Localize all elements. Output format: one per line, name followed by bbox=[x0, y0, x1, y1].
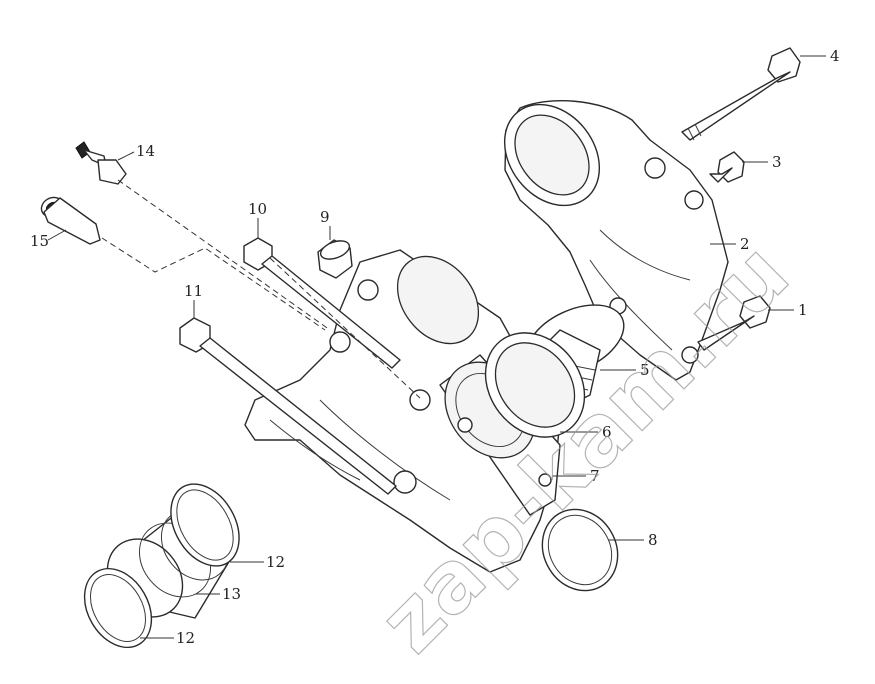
gasket-6 bbox=[484, 332, 586, 438]
callout-13: 13 bbox=[222, 585, 241, 603]
callout-15: 15 bbox=[30, 232, 49, 250]
o-ring-12-upper bbox=[170, 483, 240, 567]
short-stud bbox=[709, 151, 745, 183]
callout-3: 3 bbox=[772, 153, 782, 171]
callout-5: 5 bbox=[640, 361, 650, 379]
callout-9: 9 bbox=[320, 208, 330, 226]
callout-7: 7 bbox=[590, 467, 600, 485]
o-ring-8 bbox=[541, 508, 619, 592]
callout-10: 10 bbox=[248, 200, 267, 218]
bolt-11 bbox=[179, 317, 397, 495]
callout-6: 6 bbox=[602, 423, 612, 441]
outlet-elbow-housing bbox=[503, 100, 729, 381]
assembly-lines bbox=[101, 179, 421, 399]
callout-12-upper: 12 bbox=[266, 553, 285, 571]
bolt-long-top bbox=[681, 47, 801, 141]
callout-4: 4 bbox=[830, 47, 840, 65]
callout-8: 8 bbox=[648, 531, 658, 549]
short-bolt bbox=[697, 295, 771, 351]
adapter-15 bbox=[40, 196, 101, 245]
callout-12-lower: 12 bbox=[176, 629, 195, 647]
callout-14: 14 bbox=[136, 142, 155, 160]
hex-plug bbox=[317, 239, 353, 279]
temperature-sensor-14 bbox=[75, 141, 127, 185]
callout-2: 2 bbox=[740, 235, 750, 253]
o-ring-12-lower bbox=[83, 567, 153, 649]
callout-11: 11 bbox=[184, 282, 203, 300]
leader-lines bbox=[47, 55, 826, 639]
thermostat-housing bbox=[244, 249, 561, 573]
callout-labels: 4 3 2 1 5 6 7 8 9 10 11 12 13 12 14 15 bbox=[30, 47, 840, 647]
bolt-10 bbox=[243, 237, 401, 369]
callout-1: 1 bbox=[798, 301, 808, 319]
